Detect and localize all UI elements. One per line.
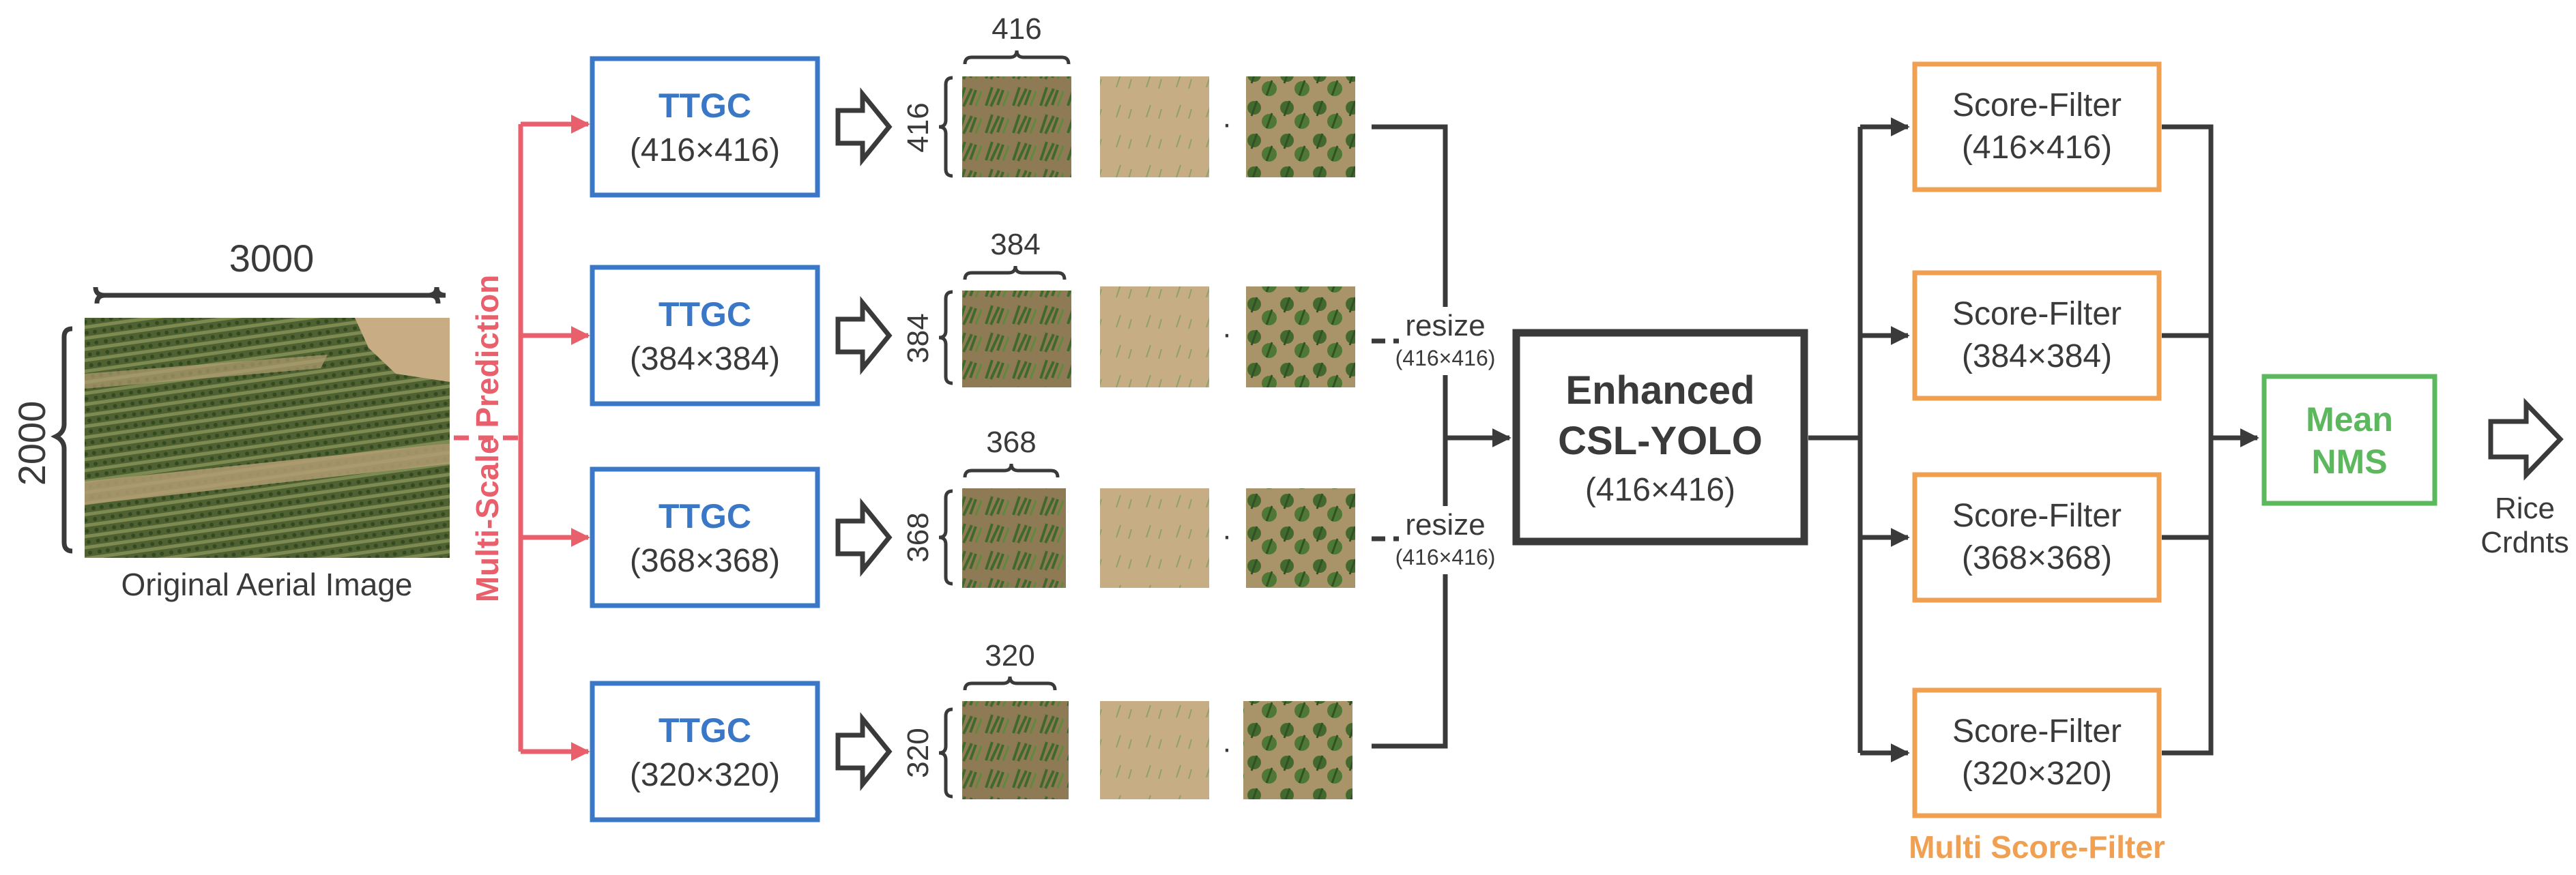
score-filter-size: (368×368) xyxy=(1962,540,2112,576)
output-line2: Crdnts xyxy=(2480,526,2569,559)
hollow-arrows xyxy=(835,87,893,791)
nms-merge-lines xyxy=(2162,124,2259,756)
hollow-arrow-icon xyxy=(835,712,893,791)
ellipsis: · xyxy=(1222,519,1232,552)
resize-label-1: resize (416×416) xyxy=(1395,506,1496,574)
resize-text: resize xyxy=(1405,508,1485,542)
ttgc-title: TTGC xyxy=(659,87,751,125)
crop-side-label: 320 xyxy=(901,728,935,777)
aerial-soil-patch xyxy=(355,318,450,382)
height-brace xyxy=(50,326,73,554)
crop-top-label: 384 xyxy=(990,228,1040,261)
detector-size: (416×416) xyxy=(1585,472,1735,508)
score-filter-size: (320×320) xyxy=(1962,756,2112,792)
score-filter-box-0: Score-Filter (416×416) xyxy=(1912,61,2162,192)
crop-tile xyxy=(1243,701,1352,799)
crop-top-label: 320 xyxy=(985,639,1034,672)
resize-text: resize xyxy=(1405,309,1485,342)
crop-side-brace xyxy=(938,707,953,799)
crop-tile xyxy=(1100,488,1209,588)
score-filter-title: Score-Filter xyxy=(1952,87,2122,123)
crop-side-brace xyxy=(938,489,953,586)
crop-row-3: 320 320 · xyxy=(901,639,1352,799)
crop-row-1: 384 384 · xyxy=(901,228,1355,387)
ellipsis: · xyxy=(1222,732,1232,765)
aerial-soil-strip-2 xyxy=(85,355,328,389)
crop-row-2: 368 368 · xyxy=(901,426,1355,588)
ttgc-size: (368×368) xyxy=(630,543,780,579)
score-filter-size: (416×416) xyxy=(1962,130,2112,166)
crop-tile xyxy=(1100,701,1209,799)
original-image-caption: Original Aerial Image xyxy=(121,567,413,602)
score-filter-title: Score-Filter xyxy=(1952,296,2122,332)
crop-top-brace xyxy=(963,463,1060,478)
ellipsis: · xyxy=(1222,317,1232,351)
mean-nms-box: Mean NMS xyxy=(2261,374,2437,506)
crop-side-brace xyxy=(938,290,953,385)
multi-scale-branch: Multi-Scale Prediction xyxy=(454,115,590,761)
width-label: 3000 xyxy=(229,237,315,280)
detector-box: Enhanced CSL-YOLO (416×416) xyxy=(1512,329,1808,546)
height-label: 2000 xyxy=(10,401,53,486)
score-filter-title: Score-Filter xyxy=(1952,713,2122,750)
detector-line1: Enhanced xyxy=(1565,368,1754,413)
crop-side-brace xyxy=(938,76,953,178)
ttgc-size: (416×416) xyxy=(630,132,780,168)
score-filter-box-3: Score-Filter (320×320) xyxy=(1912,687,2162,818)
merge-lines xyxy=(1372,124,1511,749)
crop-tile xyxy=(962,291,1071,387)
output-arrow-icon xyxy=(2488,398,2564,481)
ttgc-box-1: TTGC (384×384) xyxy=(590,265,820,406)
width-brace-right xyxy=(93,286,441,304)
crop-top-label: 368 xyxy=(986,426,1036,459)
nms-line1: Mean xyxy=(2306,400,2393,439)
crop-tile xyxy=(1100,286,1209,387)
crop-tile xyxy=(1246,76,1355,177)
crop-side-label: 416 xyxy=(901,102,935,152)
ttgc-title: TTGC xyxy=(659,497,751,535)
crop-tile xyxy=(1100,76,1209,177)
score-filter-title: Score-Filter xyxy=(1952,498,2122,534)
width-brace xyxy=(94,286,446,304)
resize-size: (416×416) xyxy=(1395,545,1496,569)
crop-top-brace xyxy=(963,265,1067,280)
score-filter-box-2: Score-Filter (368×368) xyxy=(1912,472,2162,603)
output-line1: Rice xyxy=(2495,492,2555,525)
crop-top-brace xyxy=(963,676,1057,691)
crop-tile xyxy=(962,76,1071,177)
ttgc-size: (320×320) xyxy=(630,757,780,793)
crop-side-label: 384 xyxy=(901,313,935,363)
crop-row-0: 416 416 · xyxy=(901,12,1355,178)
resize-label-0: resize (416×416) xyxy=(1395,307,1496,375)
ttgc-box-0: TTGC (416×416) xyxy=(590,56,820,198)
crop-tile xyxy=(1246,488,1355,588)
crop-tile xyxy=(962,488,1066,588)
crop-side-label: 368 xyxy=(901,512,935,562)
multi-scale-label: Multi-Scale Prediction xyxy=(469,275,505,603)
crop-top-label: 416 xyxy=(992,12,1041,46)
hollow-arrow-icon xyxy=(835,296,893,375)
resize-size: (416×416) xyxy=(1395,346,1496,370)
aerial-soil-strip xyxy=(85,443,450,505)
split-lines xyxy=(1808,117,1910,762)
crop-tile xyxy=(962,701,1069,799)
multi-score-filter-label: Multi Score-Filter xyxy=(1909,829,2165,865)
ttgc-title: TTGC xyxy=(659,295,751,333)
detector-line2: CSL-YOLO xyxy=(1558,419,1763,463)
hollow-arrow-icon xyxy=(835,87,893,166)
ttgc-box-2: TTGC (368×368) xyxy=(590,466,820,608)
score-filter-size: (384×384) xyxy=(1962,338,2112,374)
crop-top-brace xyxy=(963,50,1071,65)
ttgc-title: TTGC xyxy=(659,711,751,750)
ellipsis: · xyxy=(1222,107,1232,140)
hollow-arrow-icon xyxy=(835,498,893,577)
crop-tile xyxy=(1246,286,1355,387)
ttgc-size: (384×384) xyxy=(630,341,780,377)
original-image-group: 3000 2000 Original Aerial Image xyxy=(10,237,450,602)
nms-line2: NMS xyxy=(2311,443,2387,481)
ttgc-box-3: TTGC (320×320) xyxy=(590,681,820,822)
score-filter-box-1: Score-Filter (384×384) xyxy=(1912,270,2162,401)
